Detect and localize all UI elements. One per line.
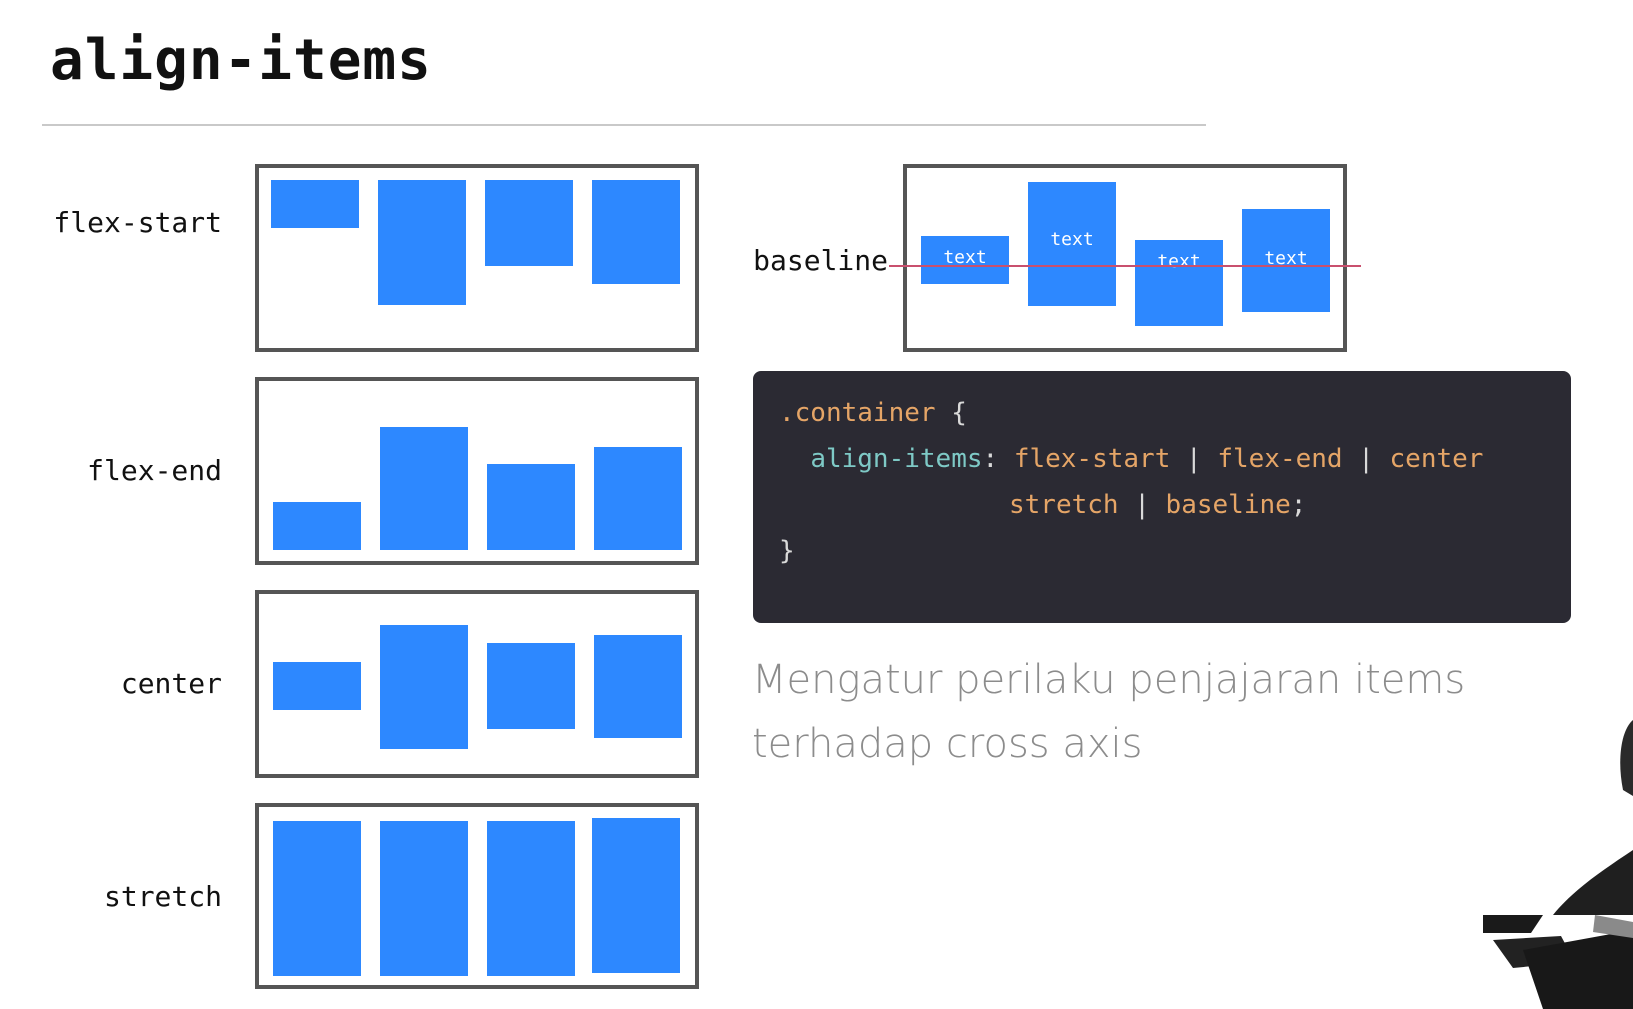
- baseline-item: text: [921, 236, 1009, 284]
- demo-box-stretch: [255, 803, 699, 989]
- label-center: center: [120, 667, 222, 700]
- code-close-brace: }: [779, 536, 795, 566]
- baseline-item: text: [1028, 182, 1116, 306]
- flex-item: [380, 625, 468, 749]
- demo-box-flex-start: [255, 164, 699, 352]
- code-line-2: align-items: flex-start | flex-end | cen…: [779, 436, 1483, 482]
- flex-item: [594, 447, 682, 550]
- code-value: baseline: [1165, 490, 1291, 520]
- demo-box-baseline: text text text text: [903, 164, 1347, 352]
- code-line-3: stretch | baseline;: [1009, 482, 1306, 528]
- code-separator: |: [1358, 444, 1374, 474]
- slide-title: align-items: [50, 28, 432, 93]
- flex-item: [487, 643, 575, 729]
- baseline-item: text: [1242, 209, 1330, 312]
- label-baseline: baseline: [753, 244, 888, 277]
- description-line-2: terhadap cross axis: [752, 721, 1143, 767]
- code-value: flex-start: [1013, 444, 1171, 474]
- flex-item: [271, 180, 359, 228]
- flex-item: [592, 180, 680, 284]
- demo-box-center: [255, 590, 699, 778]
- code-separator: |: [1186, 444, 1202, 474]
- code-line-4: }: [779, 528, 795, 574]
- code-semicolon: ;: [1290, 490, 1307, 520]
- code-line-1: .container {: [779, 390, 967, 436]
- flex-item: [273, 662, 361, 710]
- flex-item: [485, 180, 573, 266]
- label-flex-end: flex-end: [87, 454, 222, 487]
- flex-item: [487, 464, 575, 550]
- code-value: stretch: [1009, 490, 1119, 520]
- flex-item: [380, 821, 468, 976]
- baseline-indicator-line: [889, 265, 1361, 267]
- flex-item: [592, 818, 680, 973]
- flex-item: [380, 427, 468, 550]
- code-colon: :: [982, 444, 999, 474]
- label-stretch: stretch: [103, 880, 222, 913]
- flex-item: [487, 821, 575, 976]
- flex-item: [594, 635, 682, 738]
- description-line-1: Mengatur perilaku penjajaran items: [752, 657, 1466, 703]
- flex-item: [378, 180, 466, 305]
- slide-description: Mengatur perilaku penjajaran items terha…: [752, 648, 1512, 776]
- baseline-item: text: [1135, 240, 1223, 326]
- flex-item: [273, 502, 361, 550]
- flex-item: [273, 821, 361, 976]
- code-selector: .container: [779, 398, 936, 428]
- code-separator: |: [1134, 490, 1150, 520]
- code-value: flex-end: [1217, 444, 1343, 474]
- label-flex-start: flex-start: [53, 206, 222, 239]
- code-value: center: [1389, 444, 1484, 474]
- code-block: .container { align-items: flex-start | f…: [753, 371, 1571, 623]
- demo-box-flex-end: [255, 377, 699, 565]
- presenter-webcam-image: [1483, 700, 1633, 1009]
- code-property: align-items: [810, 444, 983, 474]
- title-divider: [42, 124, 1206, 126]
- code-open-brace: {: [951, 398, 967, 428]
